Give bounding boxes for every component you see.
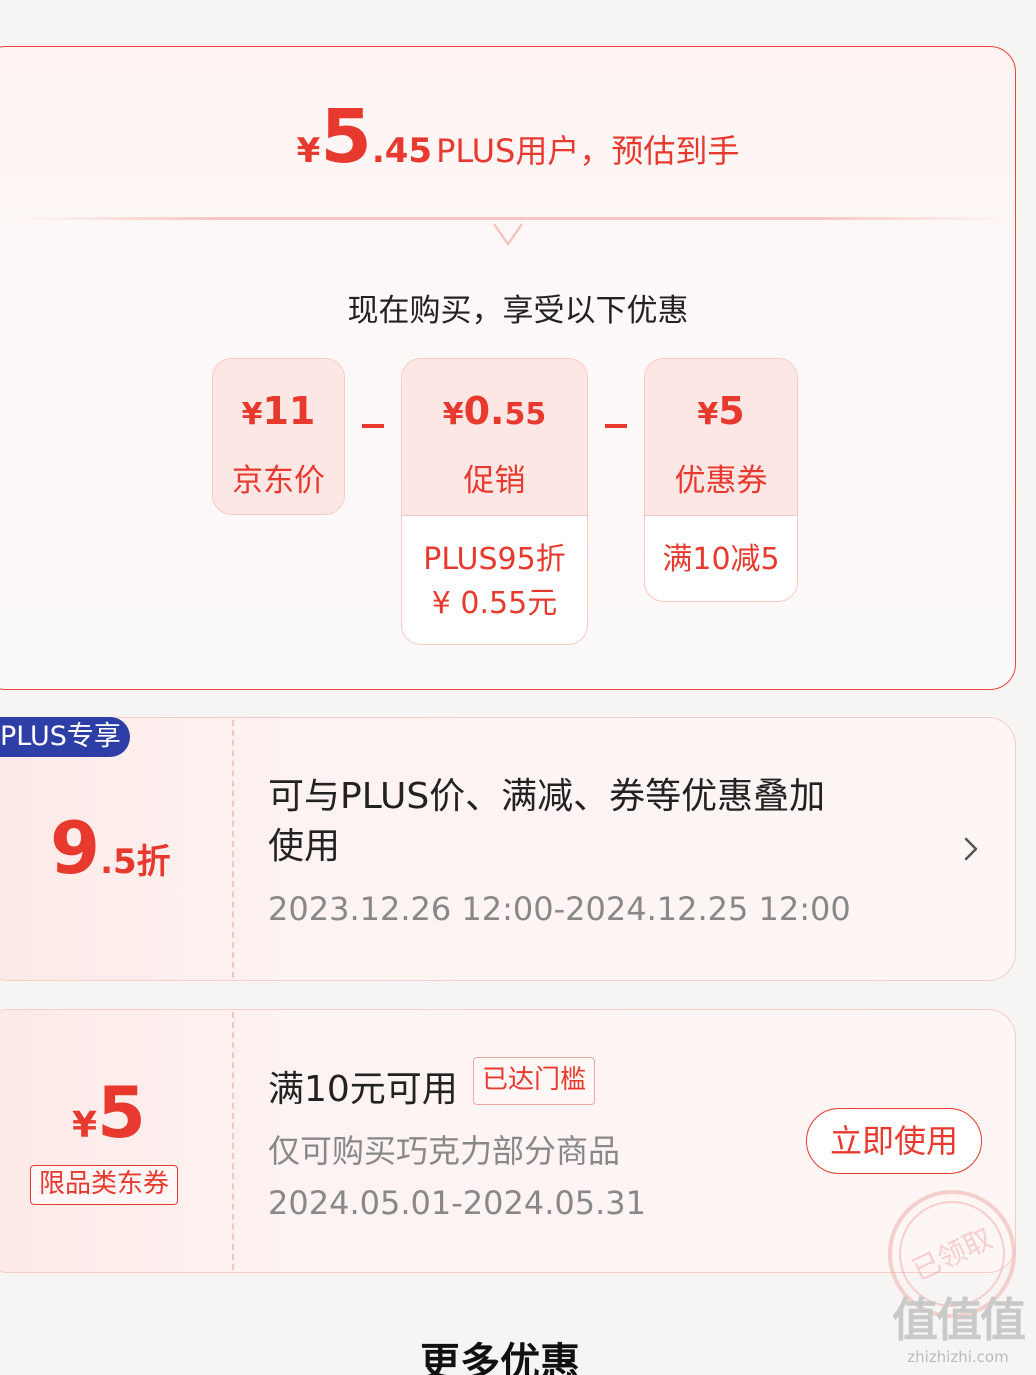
summary-divider bbox=[20, 217, 1010, 220]
claimed-stamp-text: 已领取 bbox=[907, 1222, 997, 1287]
minus-sign bbox=[362, 424, 384, 428]
estimated-price-label: PLUS用户，预估到手 bbox=[436, 132, 740, 170]
estimated-price-decimal: .45 bbox=[371, 131, 433, 171]
plus-discount-integer: 9 bbox=[50, 806, 101, 890]
buy-now-heading: 现在购买，享受以下优惠 bbox=[347, 293, 689, 329]
plus-discount-rest: .5折 bbox=[100, 842, 171, 882]
plus-discount-value: 9.5折 bbox=[50, 812, 171, 884]
plus-valid-time: 2023.12.26 12:00-2024.12.25 12:00 bbox=[268, 890, 851, 928]
coupon-scope: 仅可购买巧克力部分商品 bbox=[268, 1132, 621, 1170]
coupon-valid-time: 2024.05.01-2024.05.31 bbox=[268, 1184, 646, 1222]
divider-notch-icon bbox=[492, 223, 524, 247]
watermark-logo-text: 值值值 bbox=[892, 1293, 1026, 1347]
minus-sign bbox=[605, 424, 627, 428]
more-offers-title: 更多优惠 bbox=[420, 1340, 580, 1375]
jd-price-label: 京东价 bbox=[232, 463, 325, 499]
estimated-price-integer: 5 bbox=[320, 94, 372, 180]
plus-exclusive-badge: PLUS专享 bbox=[0, 717, 130, 757]
watermark-logo: 值值值 zhizhizhi.com bbox=[884, 1292, 1032, 1372]
coupon-breakdown-label: 优惠券 bbox=[674, 463, 768, 499]
category-coupon-amount: 5 bbox=[97, 1072, 146, 1154]
promotion-amount: 0. bbox=[463, 389, 505, 433]
chevron-right-icon[interactable] bbox=[958, 834, 984, 864]
estimated-price-yen: ¥ bbox=[296, 131, 321, 171]
coupon-separator bbox=[232, 1012, 234, 1270]
coupon-breakdown-detail: 满10减5 bbox=[662, 542, 780, 577]
coupon-breakdown-box: ¥5 优惠券 满10减5 bbox=[644, 358, 798, 602]
threshold-reached-tag: 已达门槛 bbox=[473, 1057, 596, 1105]
promotion-yen: ¥ bbox=[442, 397, 464, 432]
promotion-label: 促销 bbox=[463, 463, 526, 499]
coupon-breakdown-yen: ¥ bbox=[697, 397, 719, 432]
jd-price-yen: ¥ bbox=[241, 397, 263, 432]
promotion-box: ¥0.55 促销 PLUS95折 ¥ 0.55元 bbox=[401, 358, 588, 645]
coupon-type-tag: 限品类东券 bbox=[30, 1165, 179, 1205]
promotion-amount-decimal: 55 bbox=[504, 397, 547, 432]
coupon-separator bbox=[232, 720, 234, 978]
plus-discount-description: 可与PLUS价、满减、券等优惠叠加使用 bbox=[268, 776, 826, 867]
promotion-detail-line2: ¥ 0.55元 bbox=[431, 586, 558, 621]
category-coupon-value: ¥5 bbox=[72, 1078, 146, 1148]
coupon-title: 满10元可用 bbox=[268, 1069, 458, 1110]
category-coupon-yen: ¥ bbox=[72, 1105, 98, 1146]
coupon-breakdown-amount: 5 bbox=[718, 389, 745, 433]
jd-price-amount: 11 bbox=[262, 389, 316, 433]
jd-price-box: ¥11 京东价 bbox=[212, 358, 345, 515]
claimed-stamp-icon: 已领取 bbox=[888, 1190, 1016, 1318]
watermark-url: zhizhizhi.com bbox=[907, 1348, 1009, 1366]
promotion-detail-line1: PLUS95折 bbox=[423, 542, 566, 577]
use-now-button[interactable]: 立即使用 bbox=[806, 1108, 982, 1174]
plus-discount-card[interactable] bbox=[0, 717, 1016, 981]
